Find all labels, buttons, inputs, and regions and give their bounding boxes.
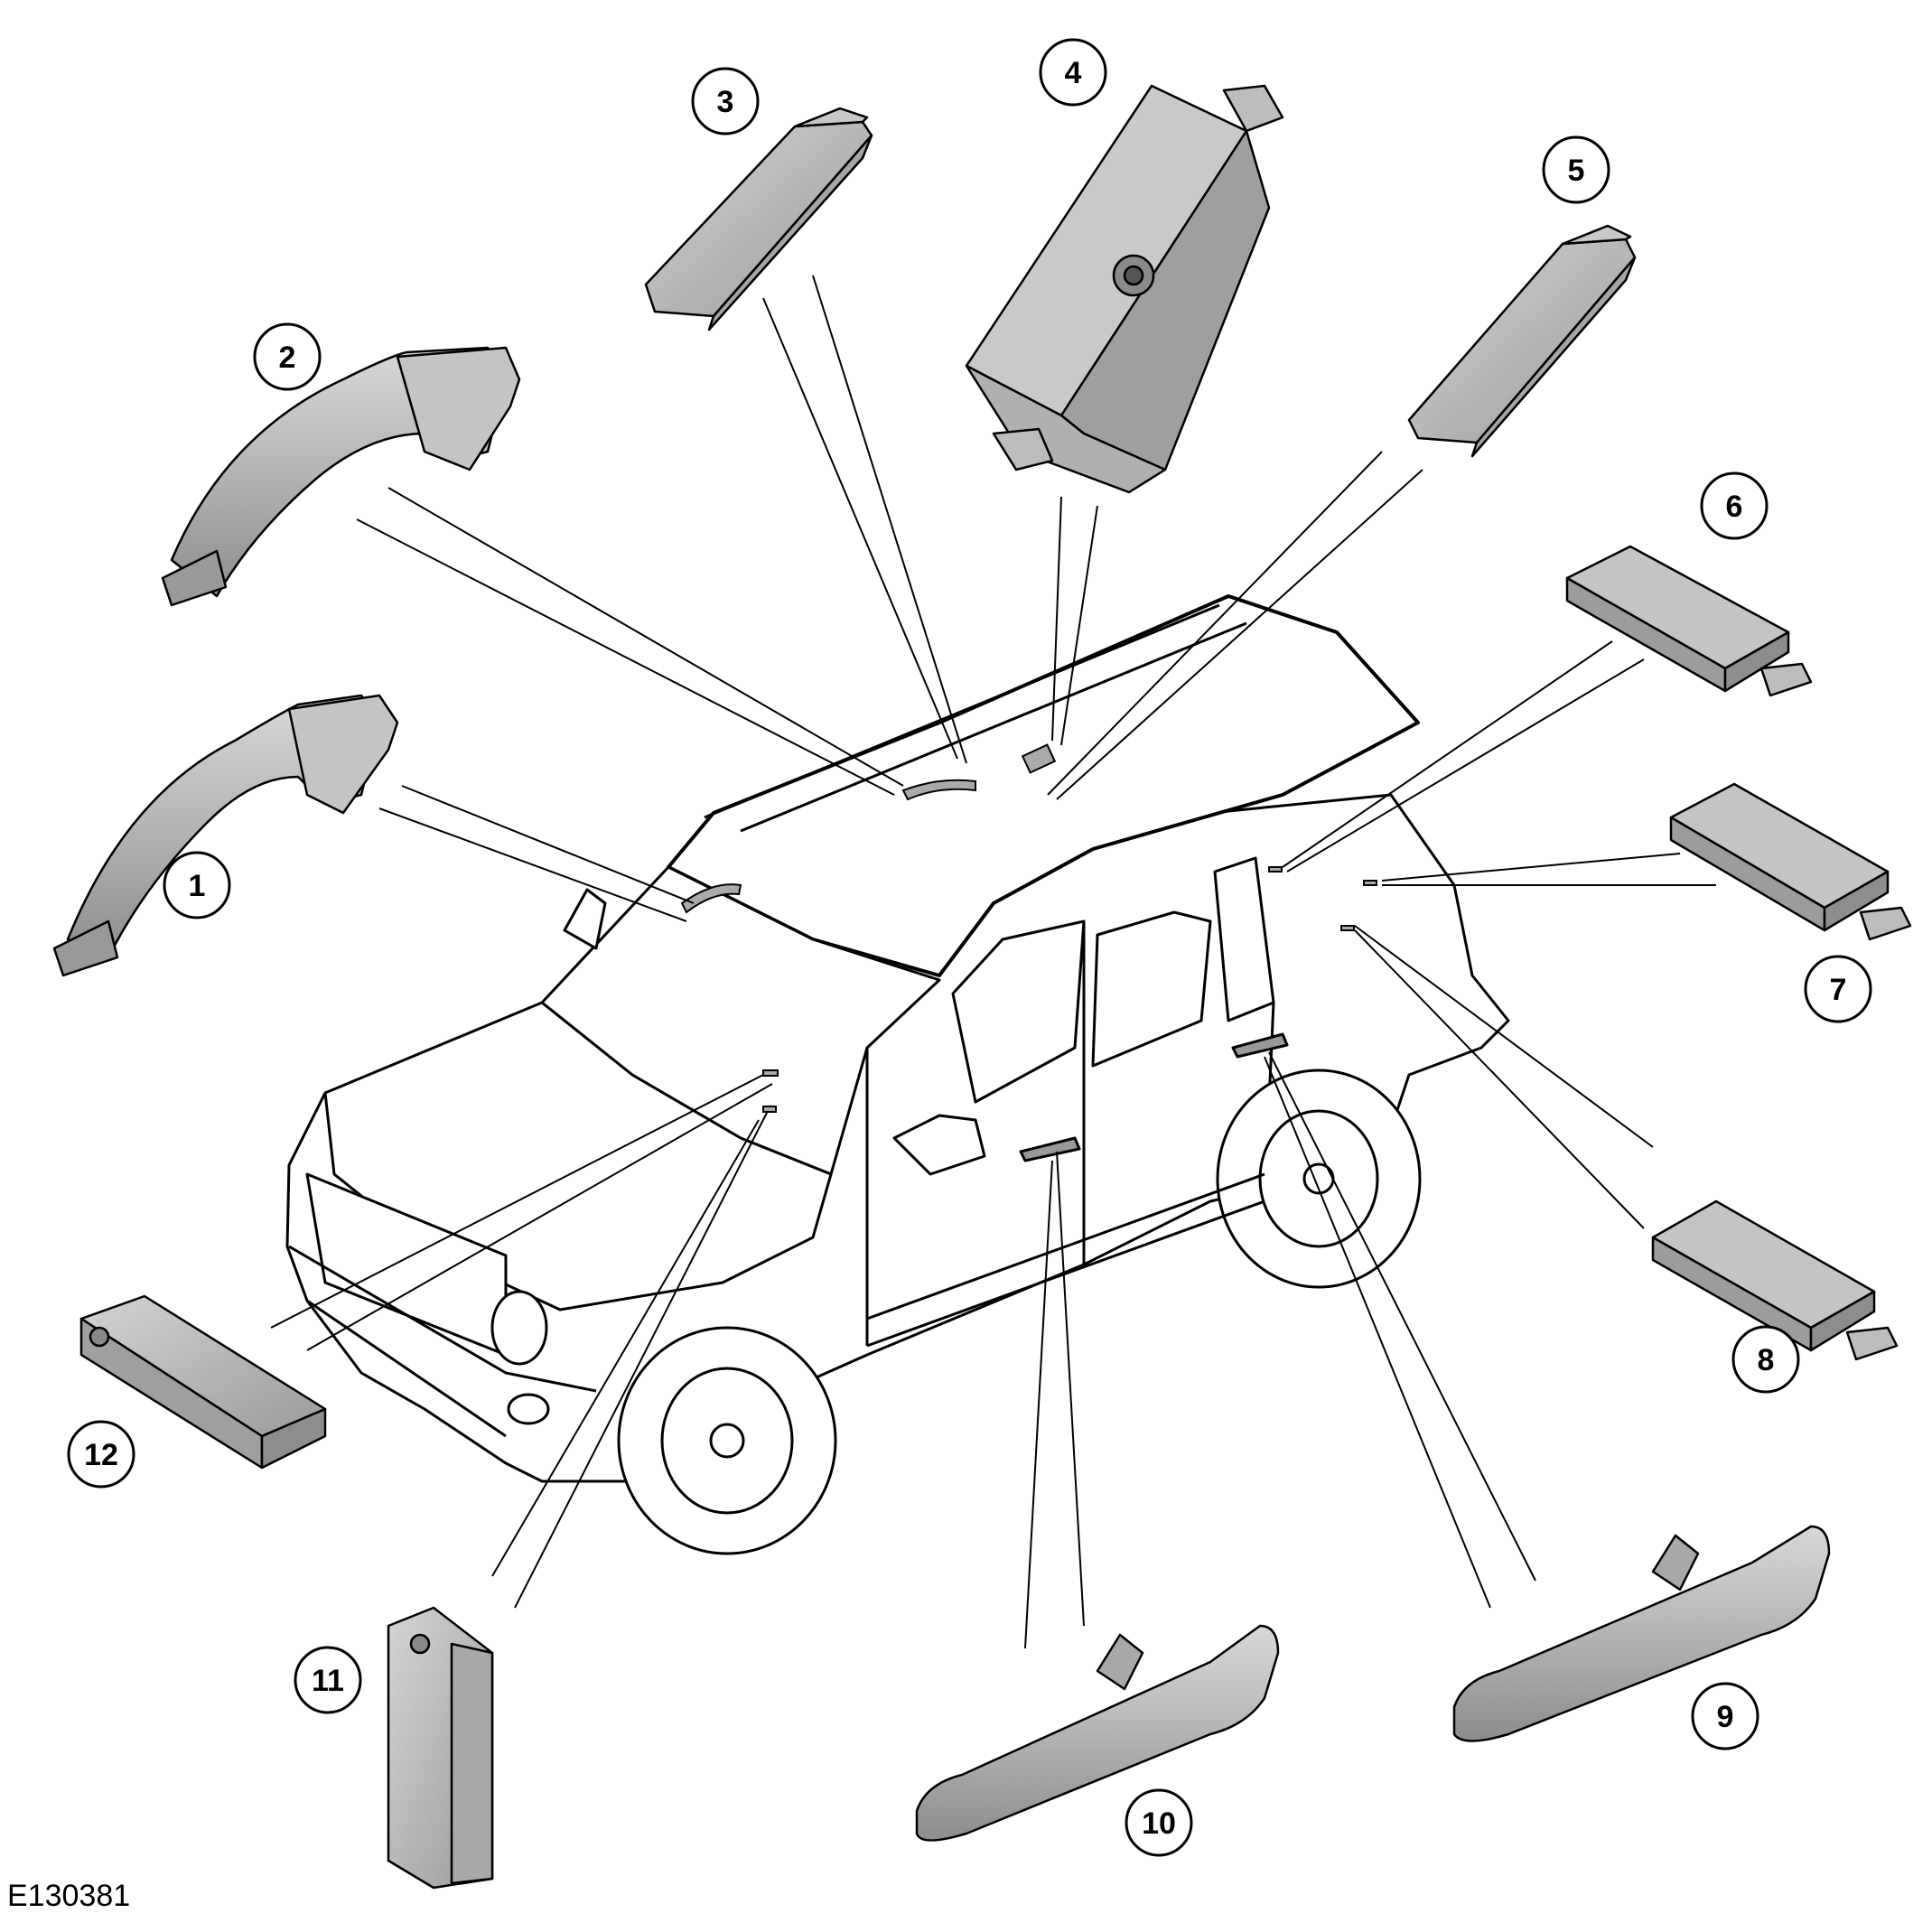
roof-rail [704,603,1247,833]
callout-number-7: 7 [1830,973,1847,1007]
callout-number-12: 12 [84,1438,118,1472]
marker-antenna-11 [762,1106,777,1113]
vehicle-component-markers [680,743,1377,1113]
passenger-mirror [563,888,607,950]
part-7-antenna [1669,782,1912,941]
front-bumper [288,1245,597,1438]
callout-number-10: 10 [1142,1806,1176,1841]
front-door-handle-on-vehicle [1019,1136,1081,1162]
part-1-door-handle [52,694,399,977]
callout-circle-5 [1542,135,1610,204]
leader-lines [270,275,1716,1649]
callout-circle-4 [1039,38,1107,107]
part-8-antenna [1651,1199,1899,1361]
callout-number-11: 11 [312,1664,344,1698]
marker-antenna-8 [1340,925,1355,931]
rear-side-window [1091,910,1212,1068]
vehicle-roof [667,594,1420,977]
callout-circle-9 [1691,1682,1759,1750]
part-9-door-handle [1452,1525,1831,1742]
fog-lamp [507,1393,550,1425]
callout-number-2: 2 [279,341,296,375]
callout-circle-7 [1804,955,1872,1023]
front-wheel-hub [709,1423,745,1459]
callout-circle-11 [294,1646,362,1714]
marker-handles-roof [901,779,976,801]
headlamp [490,1290,548,1366]
callout-circle-10 [1125,1788,1193,1857]
callout-number-4: 4 [1065,56,1082,90]
callout-circle-6 [1700,471,1769,540]
vehicle-line-drawing [285,594,1510,1555]
body-side-line [866,1172,1265,1348]
callout-number-5: 5 [1568,154,1585,188]
rear-door-handle-on-vehicle [1231,1032,1289,1059]
callout-circle-12 [67,1420,135,1489]
part-10-door-handle [915,1624,1280,1842]
part-6-antenna [1565,545,1813,697]
part-11-antenna [387,1606,494,1890]
part-5-antenna [1407,224,1637,458]
callout-number-3: 3 [717,85,734,119]
part-12-antenna [79,1294,327,1470]
callout-circle-2 [253,322,322,391]
callout-number-6: 6 [1726,490,1743,524]
front-side-window [951,919,1086,1104]
marker-antenna-6 [1268,866,1283,873]
callout-circle-3 [691,67,760,135]
part-4-control-module [965,84,1284,494]
callout-number-8: 8 [1758,1343,1775,1377]
callout-circle-8 [1731,1325,1800,1394]
marker-antenna-7 [1363,880,1377,886]
callout-number-9: 9 [1717,1700,1734,1734]
marker-antenna-12 [762,1069,779,1077]
marker-handle-front [680,883,742,914]
side-mirror [892,1114,986,1176]
callout-circle-1 [163,851,231,919]
marker-4-module [1021,743,1057,774]
part-2-door-handle [161,346,521,607]
callout-number-1: 1 [189,869,206,903]
part-3-antenna [644,107,873,331]
figure-id: E130381 [7,1879,131,1913]
